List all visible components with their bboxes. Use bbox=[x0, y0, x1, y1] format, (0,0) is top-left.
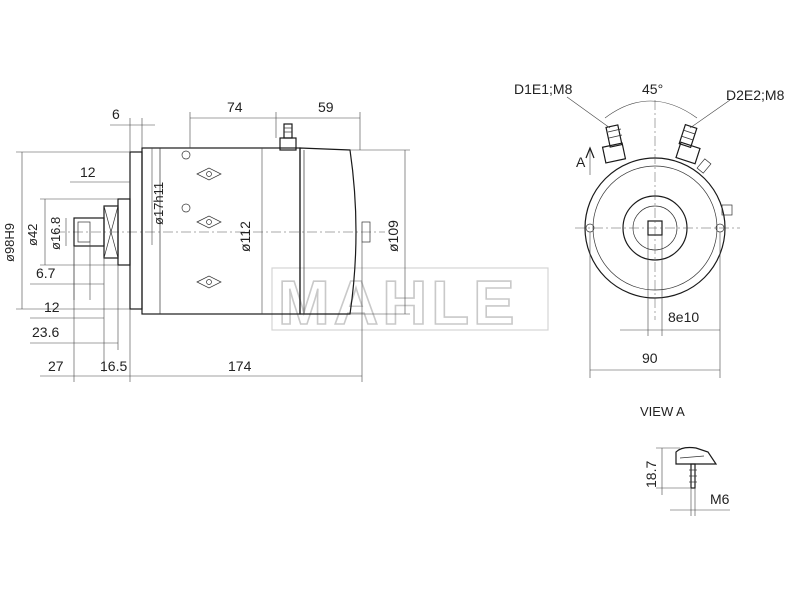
angle-arc bbox=[604, 100, 698, 119]
dim-diameter-pilot: ø42 bbox=[25, 224, 40, 246]
rear-boss bbox=[361, 221, 371, 243]
dim-front-length: 27 bbox=[48, 358, 64, 374]
watermark-text: MAHLE bbox=[278, 269, 518, 338]
dim-shaft-total: 23.6 bbox=[32, 324, 59, 340]
dim-bolt-spacing: 90 bbox=[642, 350, 658, 366]
label-view-marker: A bbox=[576, 154, 586, 170]
dim-shaft-offset: 6.7 bbox=[36, 265, 56, 281]
dim-terminal-height: 18.7 bbox=[643, 461, 659, 488]
dim-overall-length: 174 bbox=[228, 358, 252, 374]
dim-diameter-body: ø112 bbox=[237, 221, 253, 252]
label-terminal-2: D2E2;M8 bbox=[726, 87, 785, 103]
dim-terminal-thread: M6 bbox=[710, 491, 730, 507]
dim-shaft-step: 12 bbox=[80, 164, 96, 180]
shaft-keyway bbox=[77, 221, 91, 243]
side-dimensions: 6 74 59 12 ø98H9 ø42 ø16.8 ø17h11 ø112 ø… bbox=[2, 99, 410, 382]
watermark: MAHLE bbox=[271, 267, 549, 339]
view-a-detail: VIEW A 18.7 M6 bbox=[640, 404, 730, 516]
dim-flange-thickness: 6 bbox=[112, 106, 120, 122]
end-view: D1E1;M8 D2E2;M8 45° A 8e10 90 bbox=[514, 81, 785, 378]
top-terminal bbox=[279, 123, 297, 151]
dim-flange-to-body: 16.5 bbox=[100, 358, 127, 374]
label-angle: 45° bbox=[642, 81, 663, 97]
watermark-frame bbox=[271, 267, 549, 331]
dim-diameter-shaft-fit: ø17h11 bbox=[151, 182, 166, 225]
mounting-flange bbox=[129, 151, 143, 310]
dim-cap-length: 59 bbox=[318, 99, 334, 115]
brush-holders bbox=[181, 150, 222, 289]
dim-shaft-length: 12 bbox=[44, 299, 60, 315]
motor-body bbox=[141, 147, 301, 315]
label-terminal-1: D1E1;M8 bbox=[514, 81, 573, 97]
dim-diameter-flange: ø98H9 bbox=[2, 223, 17, 262]
dim-keyway: 8e10 bbox=[668, 309, 699, 325]
terminal-block bbox=[675, 446, 718, 465]
bearing-cross-2 bbox=[103, 205, 119, 259]
dim-diameter-cap: ø109 bbox=[385, 220, 401, 252]
terminal-d2e2 bbox=[675, 123, 701, 165]
output-shaft bbox=[73, 217, 105, 247]
dim-body-length: 74 bbox=[227, 99, 243, 115]
side-view bbox=[55, 123, 385, 315]
dim-diameter-shaft: ø16.8 bbox=[48, 217, 63, 250]
view-a-title: VIEW A bbox=[640, 404, 685, 419]
terminal-d1e1 bbox=[601, 124, 627, 164]
